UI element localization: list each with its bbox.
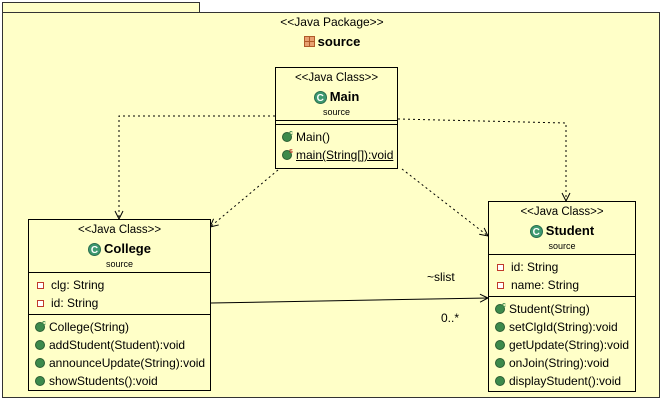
- public-method-icon: [495, 322, 505, 332]
- method-label: addStudent(Student):void: [49, 338, 186, 352]
- class-student-methods: c Student(String) setClgId(String):void …: [489, 297, 635, 392]
- attribute-label: clg: String: [51, 278, 105, 292]
- class-student-name: Student: [545, 223, 595, 238]
- attribute-label: id: String: [51, 296, 99, 310]
- association-multiplicity: 0..*: [441, 311, 460, 325]
- class-main-attributes: [276, 121, 397, 125]
- method-row[interactable]: s main(String[]):void: [282, 146, 397, 164]
- package-stereotype: <<Java Package>>: [280, 15, 384, 29]
- attribute-row[interactable]: id: String: [35, 294, 210, 312]
- class-main-header: <<Java Class>> C Main source: [276, 68, 397, 121]
- constructor-icon: c: [35, 320, 46, 332]
- class-student-header: <<Java Class>> C Student source: [489, 202, 635, 255]
- method-row[interactable]: showStudents():void: [35, 372, 210, 390]
- class-college-title: C College: [29, 240, 210, 258]
- package-icon: [303, 36, 315, 47]
- method-label: College(String): [49, 320, 130, 334]
- method-label: onJoin(String):void: [509, 356, 610, 370]
- class-college-name: College: [104, 241, 151, 256]
- method-row[interactable]: onJoin(String):void: [495, 354, 635, 372]
- attribute-label: id: String: [511, 260, 559, 274]
- public-method-icon: [35, 376, 45, 386]
- public-method-icon: [495, 340, 505, 350]
- private-field-icon: [37, 299, 44, 307]
- class-college-header: <<Java Class>> C College source: [29, 220, 210, 273]
- class-student-title: C Student: [489, 222, 635, 240]
- method-label: showStudents():void: [49, 374, 158, 388]
- method-label: displayStudent():void: [509, 374, 622, 388]
- constructor-icon: c: [495, 302, 506, 314]
- method-row[interactable]: setClgId(String):void: [495, 318, 635, 336]
- attribute-label: name: String: [511, 278, 580, 292]
- constructor-icon: c: [282, 130, 293, 142]
- method-label: Main(): [296, 130, 331, 144]
- class-c-icon: C: [529, 224, 543, 238]
- class-student-stereotype: <<Java Class>>: [520, 206, 604, 218]
- method-row[interactable]: getUpdate(String):void: [495, 336, 635, 354]
- method-label: Student(String): [509, 302, 590, 316]
- class-college-methods: c College(String) addStudent(Student):vo…: [29, 315, 210, 392]
- private-field-icon: [497, 281, 504, 289]
- method-row[interactable]: c Student(String): [495, 300, 635, 318]
- public-method-icon: [35, 358, 45, 368]
- class-college[interactable]: <<Java Class>> C College source clg: Str…: [28, 219, 211, 391]
- method-label: main(String[]):void: [296, 148, 394, 162]
- class-main-name: Main: [329, 89, 360, 104]
- class-main-title: C Main: [276, 88, 397, 106]
- class-student-source: source: [548, 241, 576, 251]
- attribute-row[interactable]: name: String: [495, 276, 635, 294]
- private-field-icon: [37, 281, 44, 289]
- class-student[interactable]: <<Java Class>> C Student source id: Stri…: [488, 201, 636, 392]
- method-label: announceUpdate(String):void: [49, 356, 206, 370]
- class-main-stereotype: <<Java Class>>: [294, 72, 379, 84]
- method-label: getUpdate(String):void: [509, 338, 630, 352]
- method-label: setClgId(String):void: [509, 320, 618, 334]
- attribute-row[interactable]: id: String: [495, 258, 635, 276]
- package-name: source: [317, 34, 361, 49]
- package-title[interactable]: source: [0, 34, 664, 49]
- public-method-icon: [495, 358, 505, 368]
- static-method-icon: s: [282, 148, 293, 160]
- public-method-icon: [35, 340, 45, 350]
- class-college-source: source: [105, 259, 133, 269]
- public-method-icon: [495, 376, 505, 386]
- method-row[interactable]: displayStudent():void: [495, 372, 635, 390]
- attribute-row[interactable]: clg: String: [35, 276, 210, 294]
- class-main-methods: c Main() s main(String[]):void: [276, 125, 397, 166]
- association-role: ~slist: [427, 270, 455, 284]
- class-c-icon: C: [313, 90, 327, 104]
- private-field-icon: [497, 263, 504, 271]
- class-student-attributes: id: String name: String: [489, 255, 635, 297]
- method-row[interactable]: c College(String): [35, 318, 210, 336]
- class-college-attributes: clg: String id: String: [29, 273, 210, 315]
- class-college-stereotype: <<Java Class>>: [77, 224, 162, 236]
- method-row[interactable]: c Main(): [282, 128, 397, 146]
- method-row[interactable]: announceUpdate(String):void: [35, 354, 210, 372]
- class-main[interactable]: <<Java Class>> C Main source c Main() s …: [275, 67, 398, 169]
- class-main-source: source: [322, 107, 350, 117]
- method-row[interactable]: addStudent(Student):void: [35, 336, 210, 354]
- class-c-icon: C: [88, 242, 102, 256]
- package-tab: [2, 2, 200, 13]
